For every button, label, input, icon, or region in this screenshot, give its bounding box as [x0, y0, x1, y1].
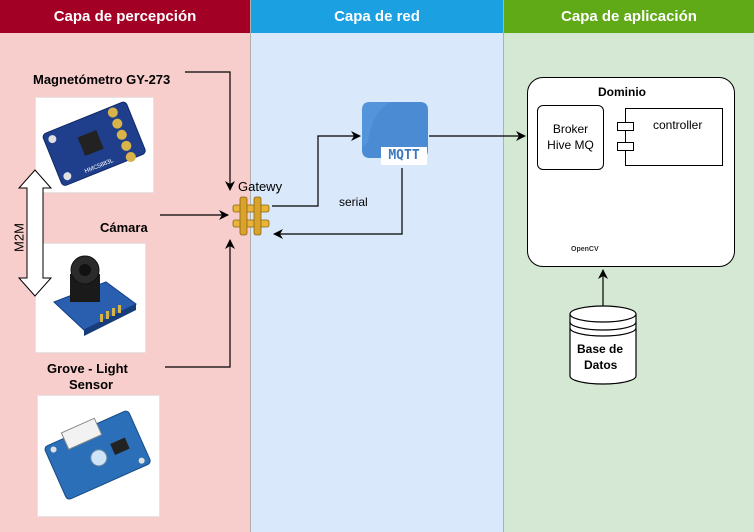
controller-component: controller	[617, 108, 723, 166]
database-cylinder-icon	[569, 305, 637, 385]
database-label-line2: Datos	[584, 358, 618, 372]
application-layer-header: Capa de aplicación	[504, 0, 754, 33]
network-layer-header: Capa de red	[251, 0, 503, 33]
m2m-label: M2M	[11, 223, 27, 252]
gateway-to-mqtt-arrow	[272, 131, 361, 207]
broker-label-line2: Hive MQ	[547, 138, 594, 152]
camera-label: Cámara	[100, 220, 148, 235]
light-sensor-label-line2: Sensor	[69, 377, 114, 392]
light-sensor-label-line1: Grove - Light	[47, 361, 128, 376]
camera-photo	[35, 243, 146, 353]
component-tab-top	[617, 122, 634, 131]
m2m-double-arrow	[17, 169, 53, 297]
component-tab-bottom	[617, 142, 634, 151]
opencv-label: OpenCV	[571, 246, 599, 253]
magnetometer-photo: HMC5883L	[35, 97, 154, 193]
controller-label: controller	[653, 118, 703, 132]
database-label-line1: Base de	[577, 342, 624, 356]
gateway-icon	[232, 196, 270, 236]
magnetometer-to-gateway-arrow	[185, 71, 235, 191]
mqtt-node: MQTT	[362, 102, 428, 166]
broker-label-line1: Broker	[552, 122, 589, 136]
domain-title: Dominio	[598, 85, 646, 99]
gateway-label: Gatewy	[238, 179, 283, 194]
serial-label: serial	[339, 195, 368, 209]
light-sensor-to-gateway-arrow	[165, 239, 235, 368]
mqtt-to-gateway-serial-arrow	[273, 168, 403, 239]
mqtt-label: MQTT	[381, 147, 427, 165]
broker-hivemq-box: Broker Hive MQ	[537, 105, 604, 170]
perception-layer-header: Capa de percepción	[0, 0, 250, 33]
network-layer-lane: Capa de red	[251, 0, 504, 532]
magnetometer-label: Magnetómetro GY-273	[33, 72, 171, 87]
light-sensor-photo	[37, 395, 160, 517]
